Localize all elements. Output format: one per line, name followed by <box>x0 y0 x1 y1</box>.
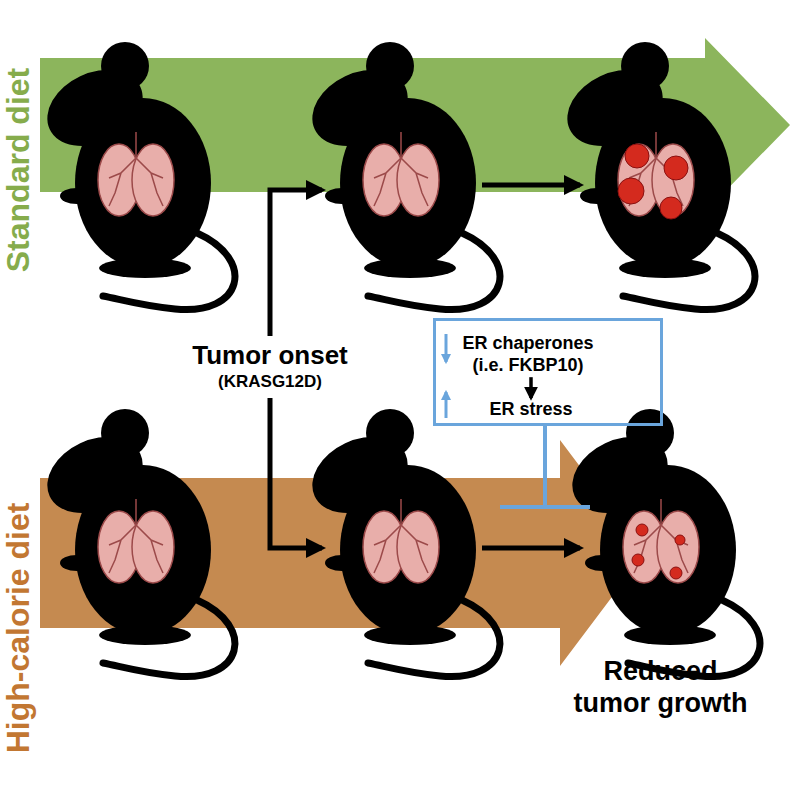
decrease-arrow <box>445 334 448 362</box>
inhibition-line <box>500 426 590 507</box>
process-text-box: ER chaperones (i.e. FKBP10) <box>448 333 608 376</box>
band-arrow <box>40 440 645 666</box>
band-arrow-shape <box>0 38 793 213</box>
mouse <box>300 42 500 310</box>
diet-label: High-calorie diet <box>2 503 34 754</box>
mouse <box>35 409 235 677</box>
onset-arrow <box>270 398 322 548</box>
increase-arrow <box>445 392 448 418</box>
tumors-large <box>618 144 688 219</box>
mouse <box>560 409 760 677</box>
band-arrow <box>40 38 790 212</box>
process-text-box: ER stress <box>476 399 586 421</box>
progression-arrow <box>482 183 580 188</box>
onset-arrow <box>270 190 322 336</box>
mutation-label: (KRASG12D) <box>218 372 322 392</box>
progression-arrow <box>482 546 580 551</box>
mouse <box>35 42 235 310</box>
er-box: ER chaperones (i.e. FKBP10) ER stress <box>433 318 663 426</box>
connector-arrow <box>529 377 533 398</box>
diet-band: High-calorie diet <box>0 435 793 670</box>
diet-band: Standard diet <box>0 38 793 213</box>
band-arrow-shape <box>0 435 793 670</box>
mouse <box>555 42 755 310</box>
onset-label: Tumor onset <box>192 340 348 371</box>
outcome-label: Reduced tumor growth <box>568 655 753 720</box>
node-text: ER chaperones (i.e. FKBP10) <box>448 333 608 376</box>
diet-label: Standard diet <box>2 68 34 272</box>
tumors-small <box>632 524 685 579</box>
mouse <box>300 409 500 677</box>
node-text: ER stress <box>476 399 586 421</box>
